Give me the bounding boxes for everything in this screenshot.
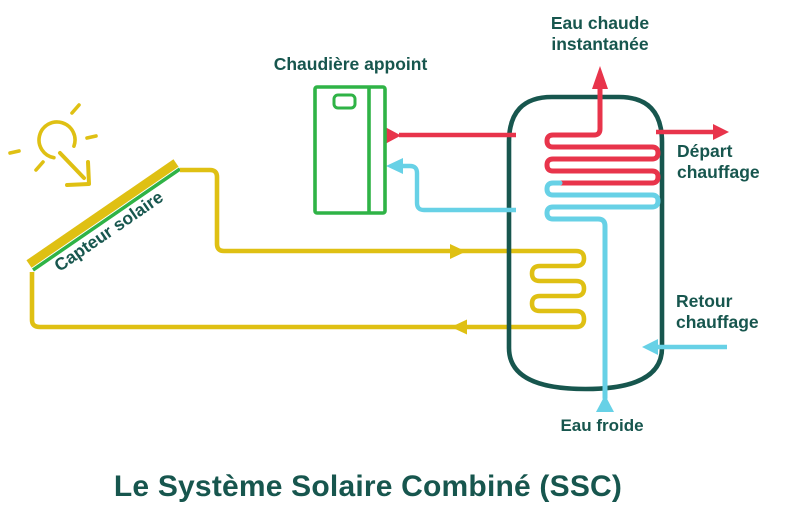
- heating-return-pipe: [642, 339, 727, 355]
- boiler-body: [313, 85, 387, 215]
- solar-panel: [26, 159, 181, 272]
- dhw-coil-hot: [544, 83, 661, 186]
- cold-water-arrow: [596, 395, 614, 412]
- boiler-return-arrow: [386, 158, 403, 174]
- heating-supply-label: Départ chauffage: [677, 141, 760, 182]
- dhw-coil-cold-path: [544, 180, 661, 401]
- boiler-return-pipe: [386, 158, 516, 213]
- heating-supply-arrow: [713, 124, 729, 140]
- diagram-title: Le Système Solaire Combiné (SSC): [113, 470, 623, 503]
- heating-supply-pipe: [656, 124, 729, 140]
- sun-ray-sw: [34, 160, 45, 172]
- instant-hot-water-label: Eau chaude instantanée: [550, 13, 650, 54]
- heating-return-label: Retour chauffage: [676, 291, 759, 332]
- boiler-display: [332, 93, 357, 110]
- dhw-coil-hot-path: [544, 83, 661, 186]
- heating-return-arrow: [642, 339, 658, 355]
- boiler-supply-arrow: [386, 127, 401, 144]
- sun-ray-e: [85, 134, 98, 140]
- instant-hot-water-arrow: [592, 66, 608, 89]
- boiler: [313, 85, 387, 215]
- boiler-supply-pipe: [386, 127, 516, 144]
- sun-ray-w: [8, 149, 21, 155]
- solar-loop-path: [29, 167, 587, 330]
- boiler-label: Chaudière appoint: [273, 54, 428, 74]
- solar-panel-absorber: [26, 159, 179, 268]
- solar-supply-arrow: [450, 244, 466, 259]
- solar-loop-pipe: [29, 167, 587, 335]
- solar-panel-frame: [32, 167, 181, 272]
- sun-arrow-head: [65, 160, 91, 187]
- sun-ray-ne: [70, 103, 81, 115]
- tank: [506, 94, 665, 392]
- sun-arc: [37, 120, 77, 160]
- sun-icon: [8, 103, 98, 187]
- dhw-coil-cold: [544, 180, 661, 401]
- solar-return-arrow: [451, 319, 467, 335]
- sun-arrow-shaft: [58, 151, 86, 180]
- solar-collector-label: Capteur solaire: [50, 187, 167, 276]
- cold-water-label: Eau froide: [560, 416, 644, 435]
